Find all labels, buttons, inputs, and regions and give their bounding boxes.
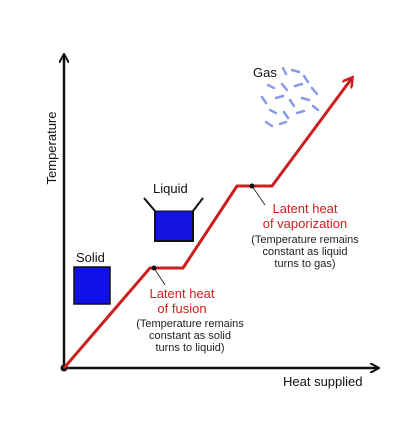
fusion-leader [153,267,166,286]
fusion-note-2: constant as solid [149,330,231,342]
fusion-note-3: turns to liquid) [155,342,224,354]
vaporization-note-3: turns to gas) [274,258,335,270]
liquid-container [143,197,204,242]
gas-label: Gas [253,65,277,80]
vaporization-note-1: (Temperature remains [251,234,359,246]
vaporization-leader [251,185,266,206]
vaporization-title-1: Latent heat [272,201,337,216]
solid-block [73,266,111,305]
y-axis-label: Temperature [44,112,59,185]
fusion-title-1: Latent heat [149,286,214,301]
gas-particles [260,66,320,128]
heating-curve [62,78,352,369]
x-axis-label: Heat supplied [283,374,363,389]
liquid-label: Liquid [153,181,188,196]
solid-label: Solid [76,250,105,265]
vaporization-title-2: of vaporization [263,216,348,231]
fusion-title-2: of fusion [157,301,206,316]
fusion-note-1: (Temperature remains [136,318,244,330]
vaporization-note-2: constant as liquid [263,246,348,258]
